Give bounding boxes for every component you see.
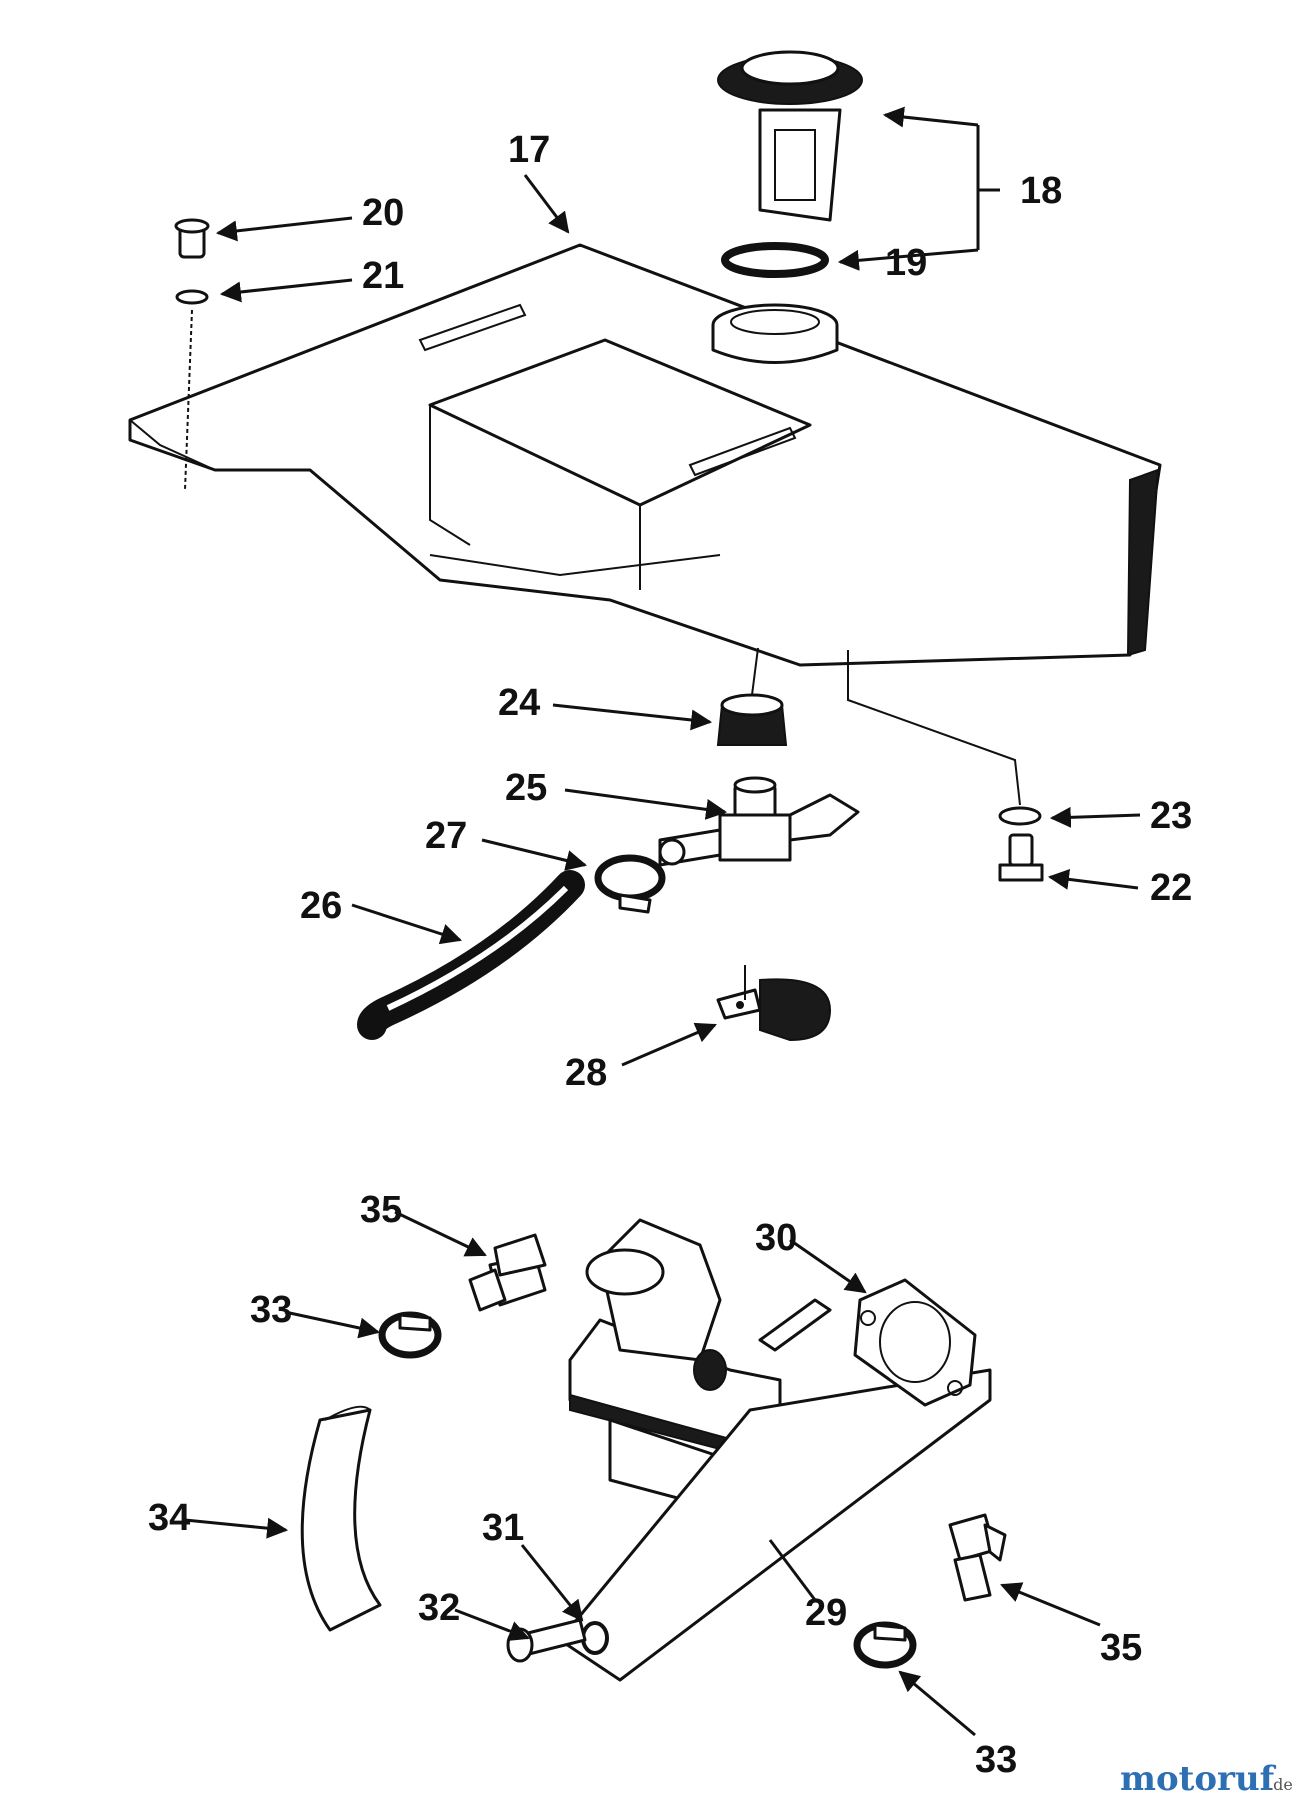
pump-screw — [506, 1618, 587, 1663]
leader-lines — [184, 106, 1141, 1737]
watermark-brand: motoruf — [1120, 1759, 1277, 1799]
callout-23: 23 — [1150, 795, 1192, 837]
tank-bushing — [716, 693, 788, 746]
cap-gasket — [721, 242, 829, 278]
callout-27: 27 — [425, 815, 467, 857]
tank-screw — [174, 218, 210, 259]
fuel-tank — [128, 243, 1162, 667]
callout-32: 32 — [418, 1587, 460, 1629]
pump-gasket — [853, 1278, 977, 1407]
fuel-hose — [300, 1405, 382, 1632]
callout-22: 22 — [1150, 867, 1192, 909]
hose-clamp — [594, 854, 666, 914]
bottom-washer — [998, 806, 1042, 826]
line-clip — [716, 978, 832, 1042]
callout-26: 26 — [300, 885, 342, 927]
pump-washer — [581, 1621, 609, 1655]
callout-31: 31 — [482, 1507, 524, 1549]
hose-clamp-upper — [378, 1311, 442, 1359]
callout-19: 19 — [885, 242, 927, 284]
callout-33-upper: 33 — [250, 1289, 292, 1331]
callout-20: 20 — [362, 192, 404, 234]
callout-25: 25 — [505, 767, 547, 809]
callout-34: 34 — [148, 1497, 190, 1539]
shutoff-valve — [658, 776, 860, 867]
elbow-fitting-lower — [948, 1513, 1007, 1602]
callout-labels: 17 18 19 20 21 22 23 24 25 26 27 28 29 3… — [148, 129, 1192, 1781]
callout-17: 17 — [508, 129, 550, 171]
bottom-screw — [998, 833, 1044, 882]
filler-neck — [711, 303, 839, 364]
fuel-line — [357, 870, 585, 1040]
tank-washer — [175, 289, 209, 305]
callout-30: 30 — [755, 1217, 797, 1259]
callout-18: 18 — [1020, 170, 1062, 212]
watermark-logo: motoruf .de — [1120, 1759, 1293, 1799]
callout-28: 28 — [565, 1052, 607, 1094]
watermark-tld: .de — [1268, 1775, 1293, 1794]
fuel-pump — [558, 1218, 992, 1682]
callout-21: 21 — [362, 255, 404, 297]
callout-33-lower: 33 — [975, 1739, 1017, 1781]
callout-29: 29 — [805, 1592, 847, 1634]
callout-24: 24 — [498, 682, 540, 724]
callout-35-upper: 35 — [360, 1189, 402, 1231]
hose-clamp-lower — [853, 1621, 917, 1669]
callout-35-lower: 35 — [1100, 1627, 1142, 1669]
fuel-cap — [717, 50, 863, 222]
elbow-fitting-upper — [468, 1233, 547, 1312]
